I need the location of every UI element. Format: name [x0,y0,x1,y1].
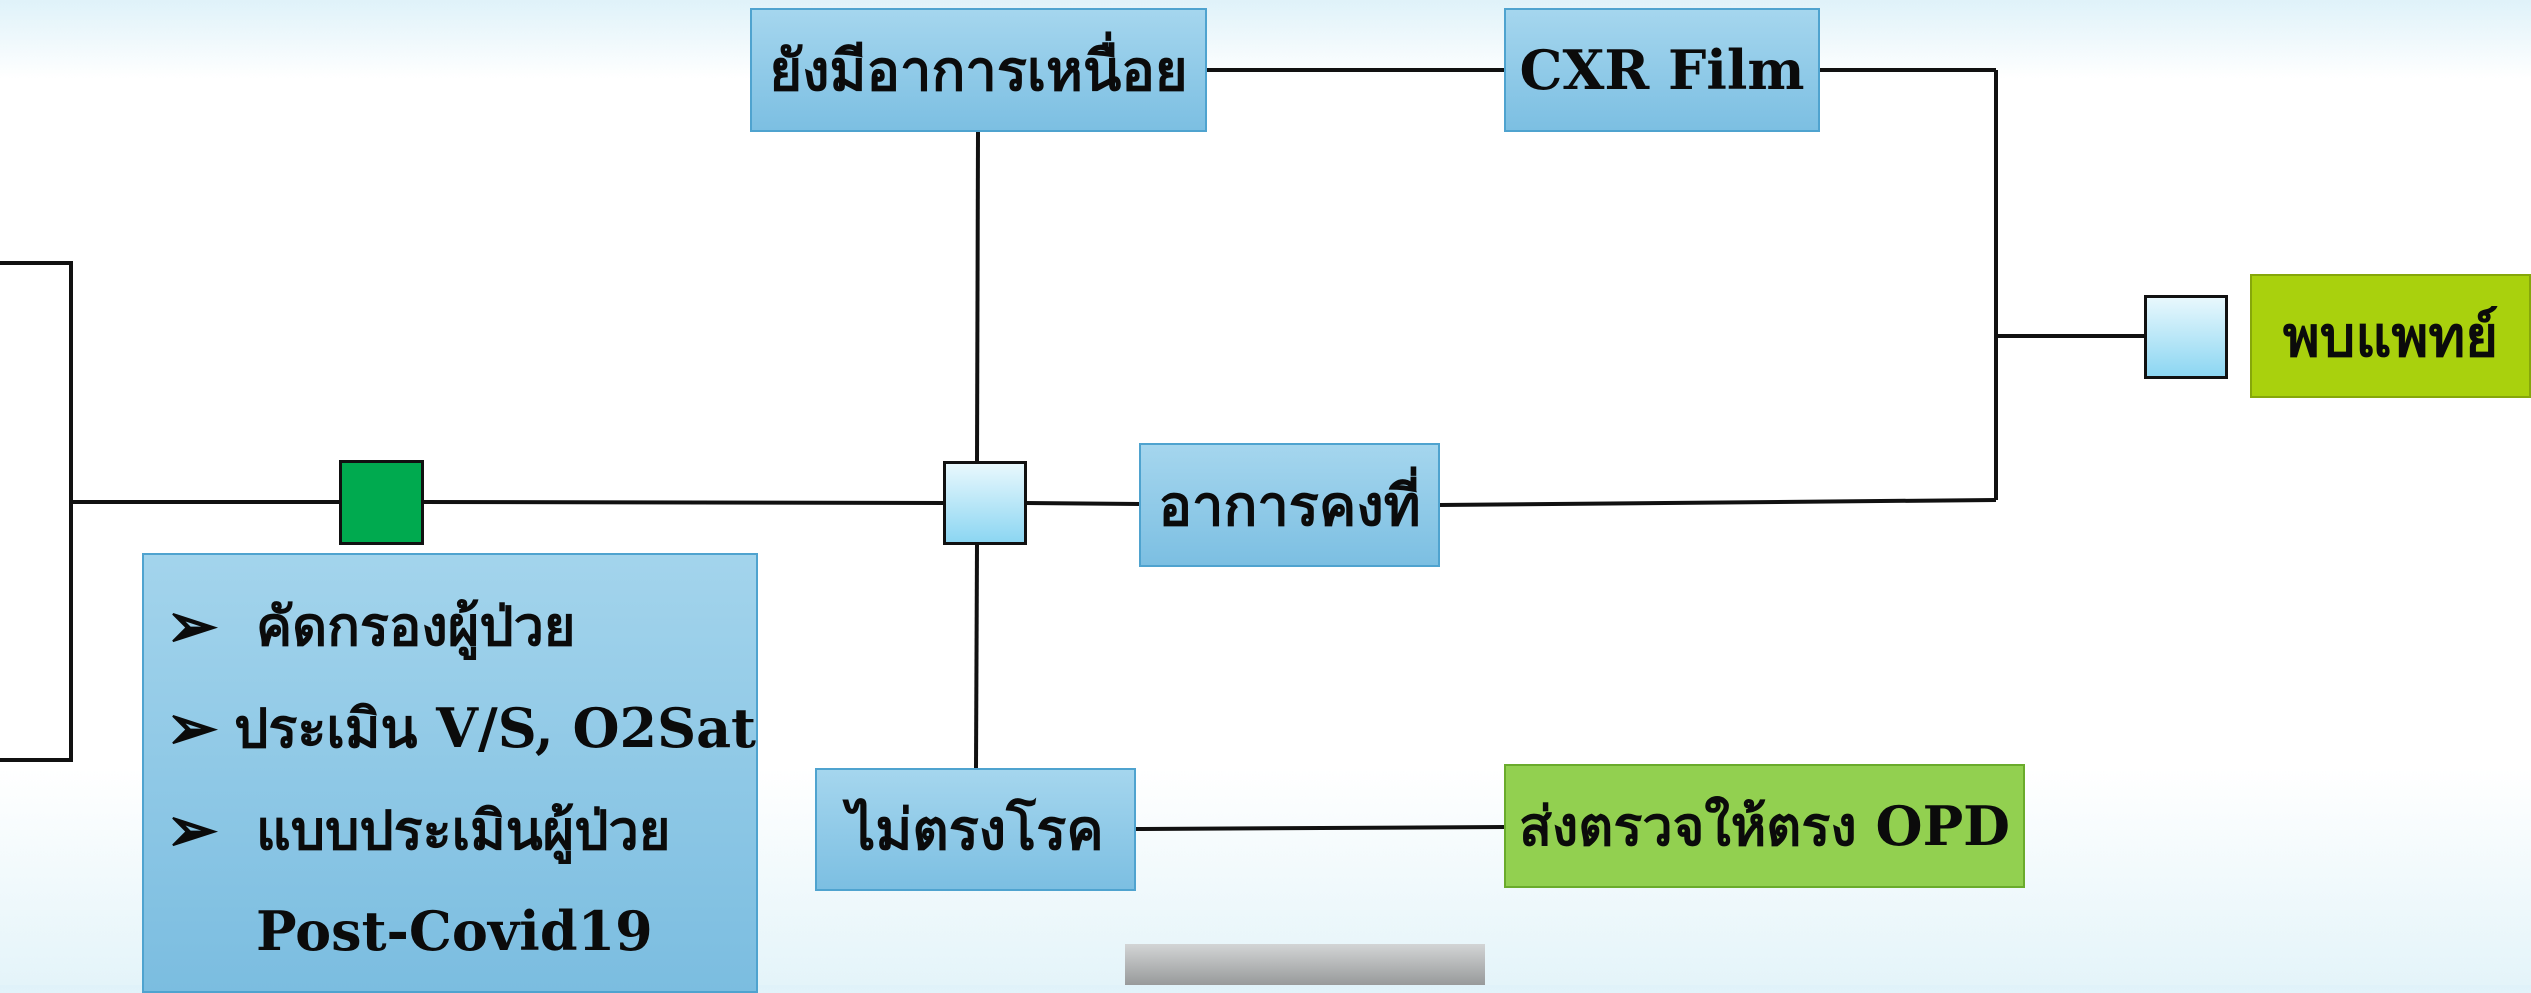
checklist-item-label: แบบประเมินผู้ป่วย [256,798,671,862]
decision-node [943,461,1027,545]
merge-node [2144,295,2228,379]
checklist-item-label: คัดกรองผู้ป่วย [256,594,576,658]
box-see-doctor: พบแพทย์ [2250,274,2531,398]
line-decision-up [975,131,980,462]
arrow-bullet-icon: ➢ [166,793,218,866]
screening-checklist: ➢ คัดกรองผู้ป่วย ➢ ประเมิน V/S, O2Sat ➢ … [142,553,758,993]
checklist-item-vitals: ➢ ประเมิน V/S, O2Sat [166,677,756,779]
box-send-opd: ส่งตรวจให้ตรง OPD [1504,764,2025,888]
line-start-to-decision [422,500,945,505]
box-cxr-film: CXR Film [1504,8,1820,132]
checklist-continuation: Post-Covid19 [256,899,653,963]
checklist-item-assessment: ➢ แบบประเมินผู้ป่วย [166,779,756,881]
checklist-item-screening: ➢ คัดกรองผู้ป่วย [166,575,756,677]
line-stable-to-merge [1438,498,1997,507]
start-node [339,460,424,545]
arrow-bullet-icon: ➢ [166,691,218,764]
box-still-tired: ยังมีอาการเหนื่อย [750,8,1207,132]
checklist-item-label: ประเมิน V/S, O2Sat [234,696,756,760]
left-bracket [0,261,73,762]
people-photo [1125,944,1485,985]
line-decision-to-stable [1025,501,1141,506]
line-notmatch-to-opd [1135,825,1506,831]
arrow-bullet-icon: ➢ [166,589,218,662]
line-decision-down [974,543,979,769]
box-not-match: ไม่ตรงโรค [815,768,1136,891]
box-stable: อาการคงที่ [1139,443,1440,567]
